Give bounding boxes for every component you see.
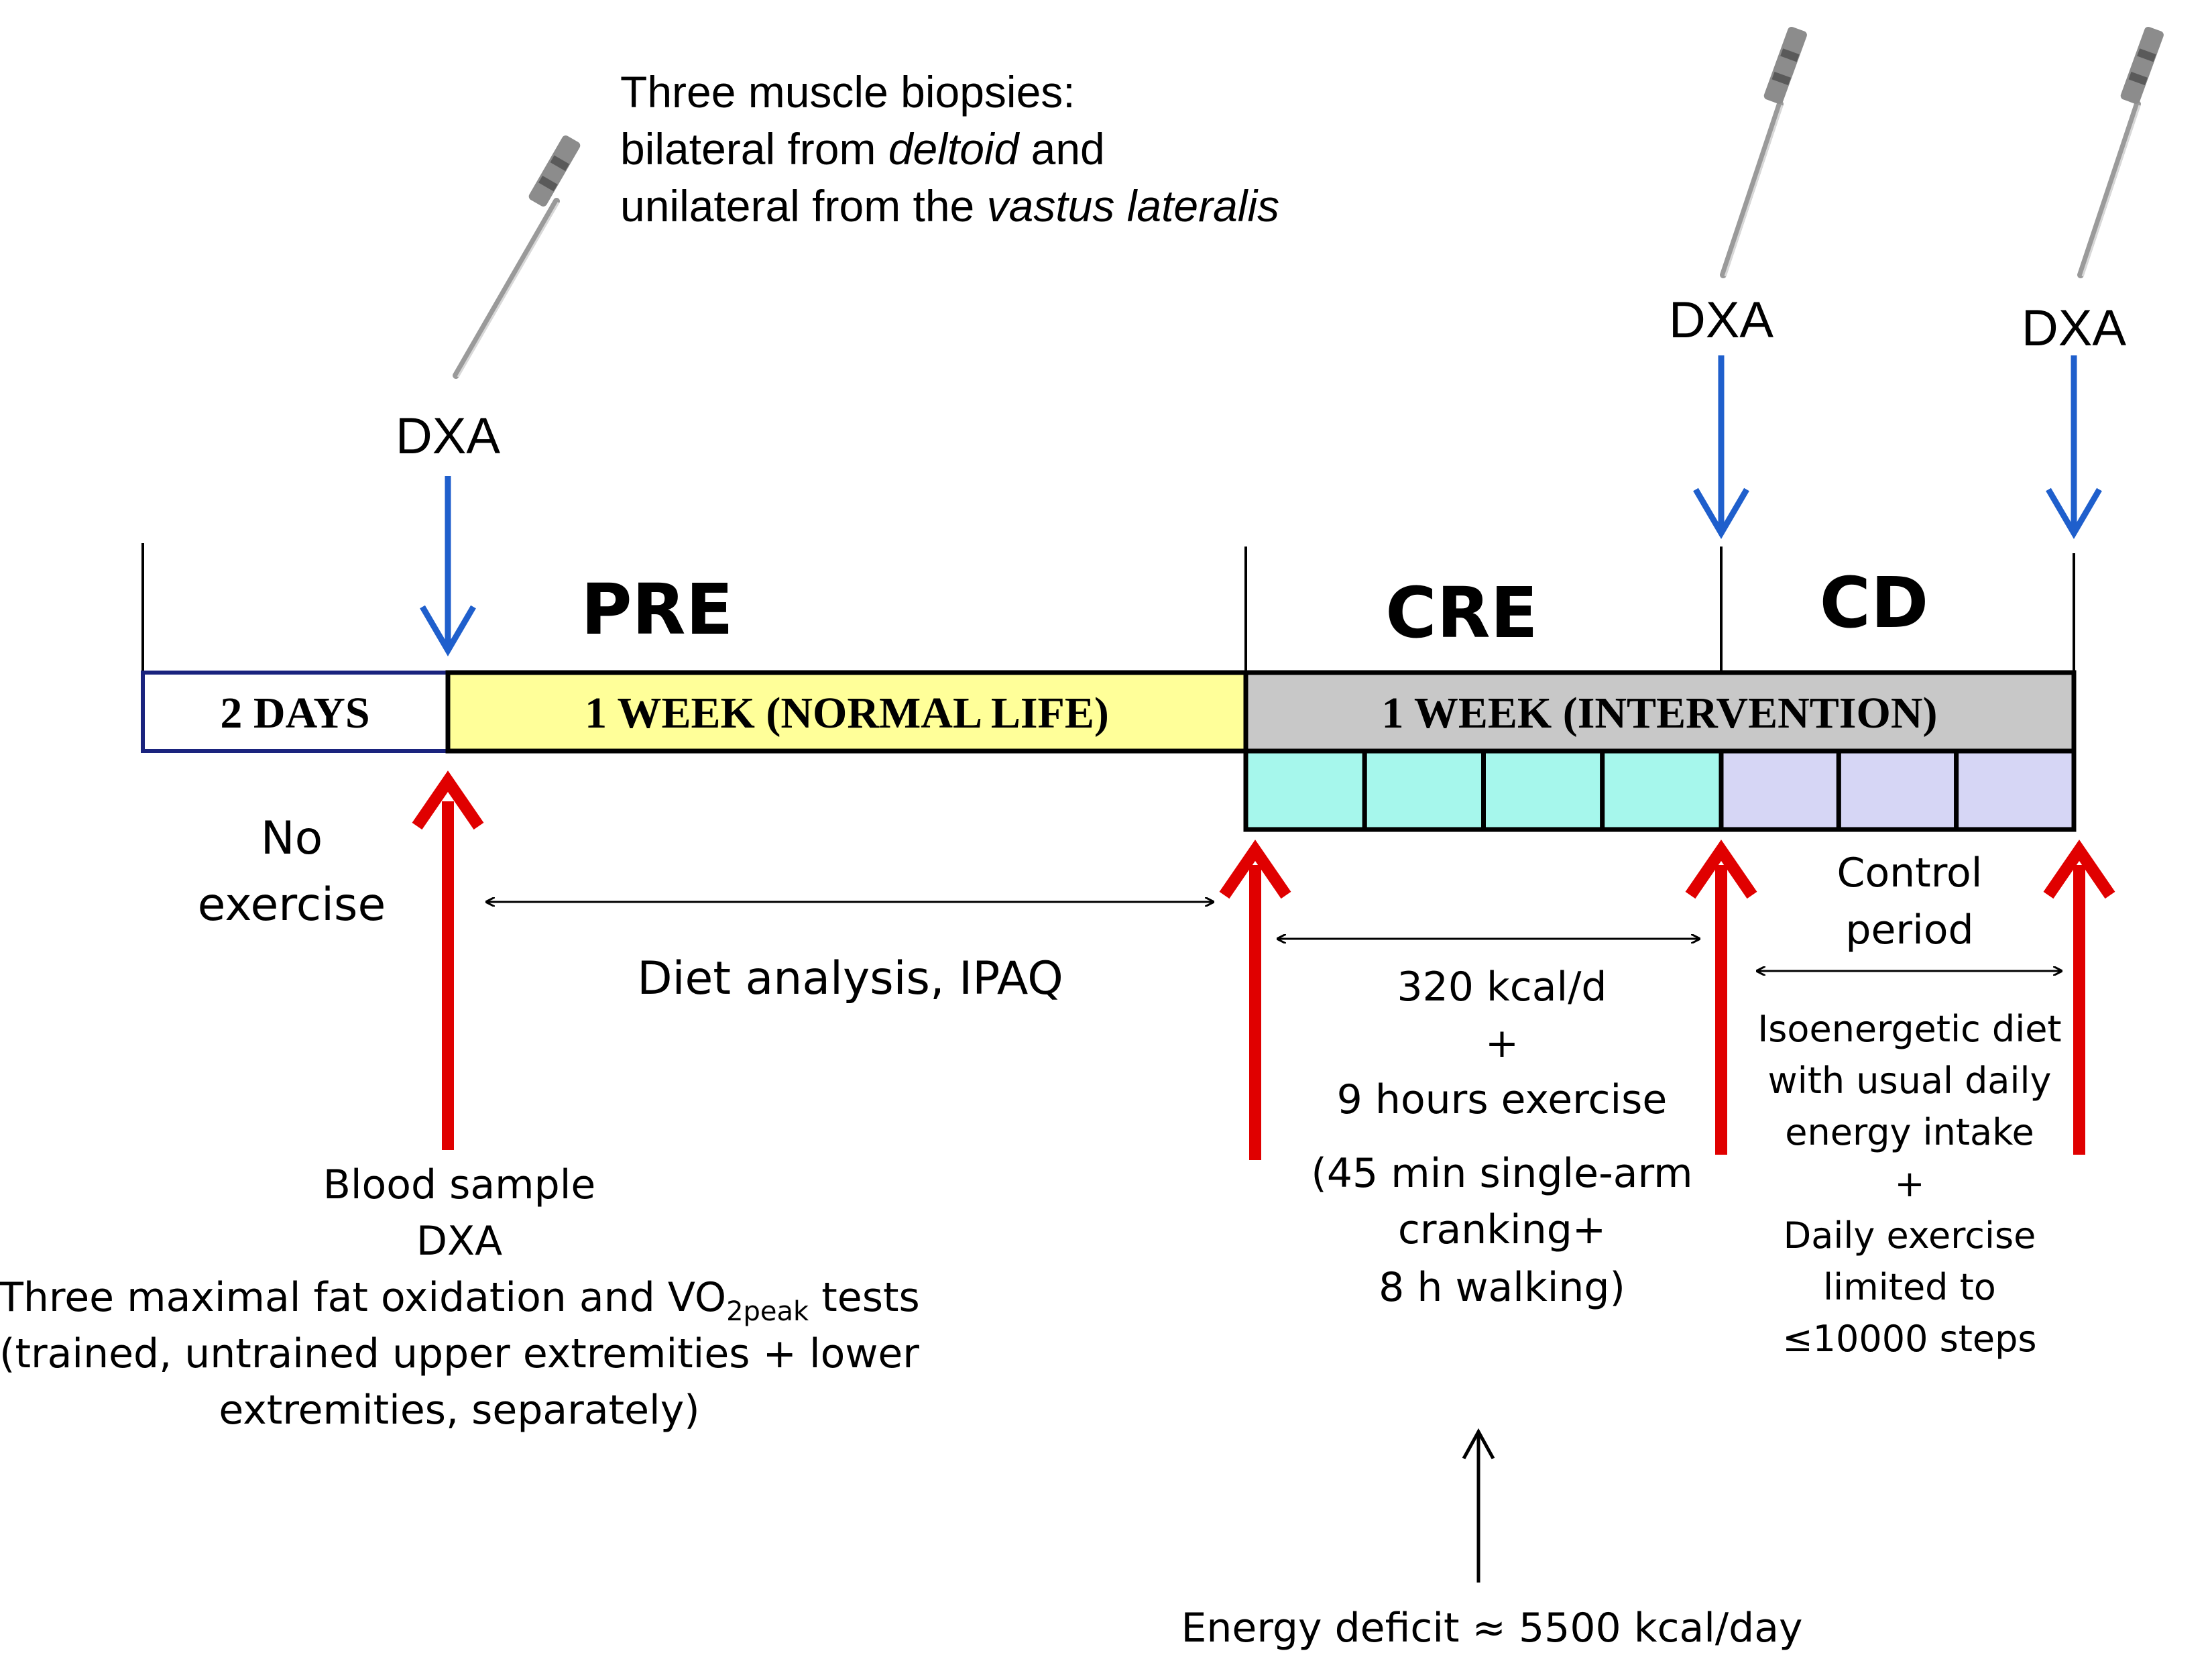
svg-text:DXA: DXA — [416, 1218, 502, 1265]
cd-day-cell — [1954, 748, 2077, 832]
normal-life-box — [445, 670, 1248, 754]
cre-details-note: 320 kcal/d + 9 hours exercise (45 min si… — [1311, 964, 1692, 1311]
biopsy-needle-icon — [1720, 26, 1807, 278]
svg-text:Blood sample: Blood sample — [323, 1161, 596, 1208]
svg-text:energy intake: energy intake — [1785, 1111, 2034, 1153]
phase-title-cd: CD — [1820, 562, 1929, 644]
svg-text:8 h walking): 8 h walking) — [1379, 1264, 1625, 1311]
phase-title-pre: PRE — [581, 569, 733, 650]
cd-day-cell — [1719, 748, 1841, 832]
cre-day-cell — [1362, 748, 1486, 832]
normal-life-label: 1 WEEK (NORMAL LIFE) — [585, 689, 1109, 738]
diet-analysis-label: Diet analysis, IPAQ — [637, 952, 1063, 1005]
intervention-box — [1243, 670, 2077, 754]
svg-text:Daily exercise: Daily exercise — [1784, 1214, 2036, 1257]
dxa-label: DXA — [2022, 300, 2127, 357]
svg-text:Isoenergetic diet: Isoenergetic diet — [1757, 1008, 2061, 1050]
energy-deficit-label: Energy deficit ≈ 5500 kcal/day — [1181, 1605, 1802, 1652]
phase-separators — [141, 543, 2075, 671]
red-arrow — [2043, 840, 2115, 1155]
baseline-tests-note: Blood sample DXA Three maximal fat oxida… — [0, 1161, 920, 1434]
energy-deficit-arrow — [1462, 1428, 1495, 1583]
cre-day-cell — [1600, 748, 1724, 832]
svg-text:cranking+: cranking+ — [1398, 1206, 1606, 1253]
svg-text:(trained, untrained upper extr: (trained, untrained upper extremities + … — [0, 1330, 919, 1377]
intervention-label: 1 WEEK (INTERVENTION) — [1382, 689, 1938, 738]
red-arrow — [1219, 840, 1291, 1160]
biopsy-needle-icon — [2077, 26, 2164, 278]
svg-text:(45 min single-arm: (45 min single-arm — [1311, 1150, 1692, 1197]
svg-text:Three maximal fat oxidation an: Three maximal fat oxidation and VO2peak … — [0, 1274, 920, 1327]
svg-text:extremities, separately): extremities, separately) — [219, 1387, 699, 1434]
svg-text:+: + — [1485, 1020, 1519, 1067]
svg-text:≤10000 steps: ≤10000 steps — [1782, 1318, 2036, 1360]
biopsy-note-line: unilateral from the vastus lateralis — [620, 181, 1279, 231]
svg-text:with usual daily: with usual daily — [1768, 1059, 2052, 1102]
dxa-arrow — [2046, 355, 2102, 539]
svg-text:Control: Control — [1837, 850, 1983, 897]
cre-day-cell — [1481, 748, 1605, 832]
dxa-label: DXA — [396, 408, 501, 465]
biopsy-note-line: Three muscle biopsies: — [620, 67, 1075, 117]
svg-text:+: + — [1894, 1163, 1924, 1205]
biopsy-note: Three muscle biopsies: bilateral from de… — [620, 67, 1279, 231]
cd-day-cell — [1836, 748, 1959, 832]
timeline-bar: 2 DAYS 1 WEEK (NORMAL LIFE) 1 WEEK (INTE… — [141, 670, 2077, 832]
red-arrow — [1685, 840, 1757, 1155]
svg-text:exercise: exercise — [198, 878, 386, 931]
svg-text:320 kcal/d: 320 kcal/d — [1397, 964, 1607, 1011]
biopsy-needle-icon — [453, 135, 581, 379]
svg-text:limited to: limited to — [1823, 1266, 1996, 1308]
svg-text:period: period — [1845, 907, 1973, 954]
svg-text:No: No — [261, 812, 323, 865]
no-exercise-note: No exercise — [198, 812, 386, 931]
biopsy-note-line: bilateral from deltoid and — [620, 124, 1105, 174]
days-box-label: 2 DAYS — [220, 689, 369, 738]
svg-text:9 hours exercise: 9 hours exercise — [1337, 1076, 1668, 1123]
dxa-label: DXA — [1669, 292, 1774, 349]
red-arrow — [412, 770, 484, 1150]
day-cells — [1243, 748, 2077, 832]
dxa-arrow — [420, 476, 476, 656]
phase-title-cre: CRE — [1385, 572, 1537, 654]
dxa-arrow — [1693, 355, 1749, 539]
cre-day-cell — [1243, 748, 1367, 832]
control-period-note: Control period Isoenergetic diet with us… — [1757, 850, 2061, 1360]
